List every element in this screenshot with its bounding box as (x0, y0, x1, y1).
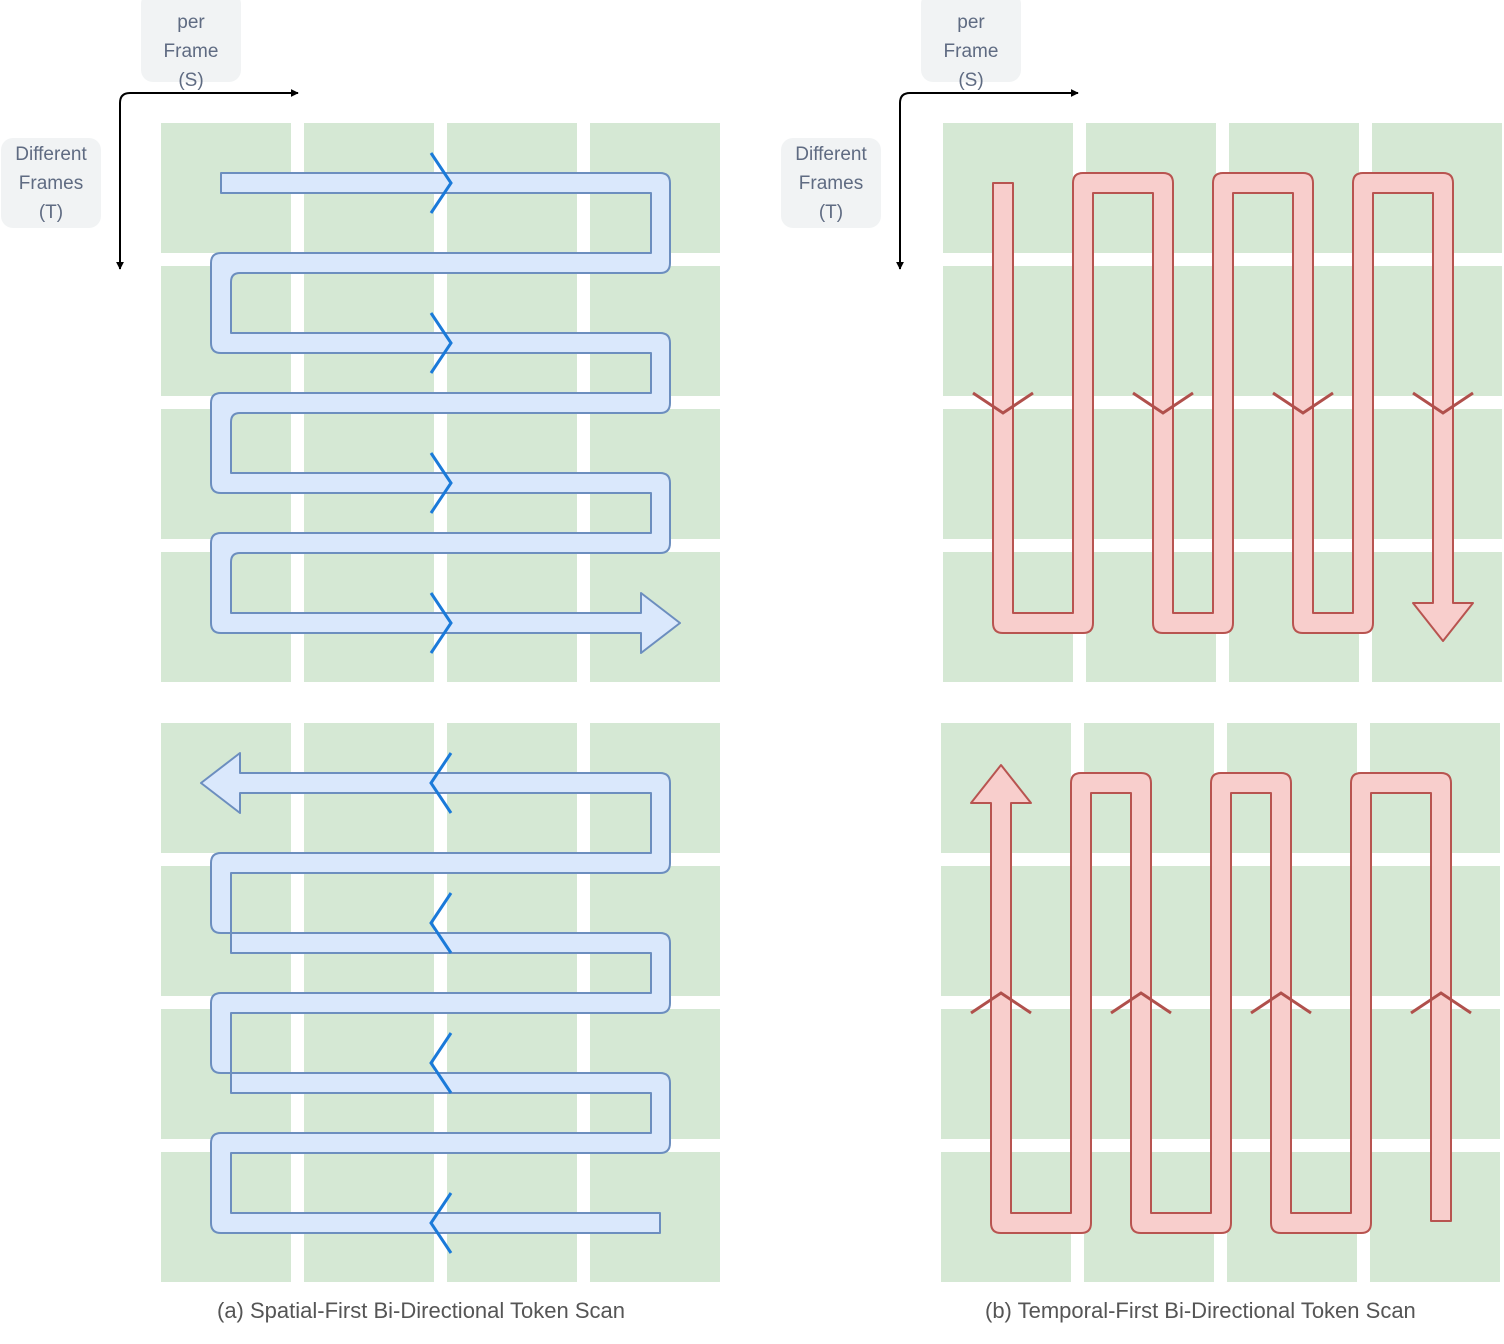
direction-mark (972, 391, 1034, 415)
direction-mark (429, 752, 453, 814)
spatial-backward-direction-marks (429, 752, 453, 1254)
tag-line: Patches per (157, 0, 226, 33)
tag-line: (T) (38, 201, 64, 223)
tag-line: Frame (163, 41, 219, 62)
direction-mark (1412, 391, 1474, 415)
tag-line: Frame (943, 41, 999, 62)
direction-mark (970, 991, 1032, 1015)
tag-line: (S) (958, 70, 984, 91)
direction-mark (1250, 991, 1312, 1015)
direction-mark (1110, 991, 1172, 1015)
tag-line: Frames (18, 172, 84, 194)
tag-line: Different (15, 143, 87, 165)
temporal-backward-direction-marks (970, 991, 1472, 1015)
patch-cell (304, 866, 434, 996)
spatial-backward-scan-path (200, 752, 671, 1234)
direction-mark (429, 1192, 453, 1254)
panel-b-axes (896, 89, 1079, 270)
panel-a-different-frames-label: Different Frames (T) (1, 138, 101, 228)
tag-line: Different (795, 143, 867, 165)
patch-cell (1086, 266, 1216, 396)
direction-mark (1272, 391, 1334, 415)
temporal-backward-scan-path (970, 764, 1452, 1234)
patch-cell (447, 866, 577, 996)
direction-mark (1410, 991, 1472, 1015)
panel-a-axes (116, 89, 299, 270)
direction-mark (429, 312, 453, 374)
panel-b-s-axis-arrow (899, 89, 1079, 104)
panel-b-different-frames-label: Different Frames (T) (781, 138, 881, 228)
direction-mark (429, 892, 453, 954)
panel-a-caption: (a) Spatial-First Bi-Directional Token S… (217, 1298, 625, 1323)
spatial-forward-direction-marks (429, 152, 453, 654)
direction-mark (429, 1032, 453, 1094)
patch-cell (1086, 409, 1216, 539)
direction-mark (429, 152, 453, 214)
patch-cell (304, 266, 434, 396)
direction-mark (429, 592, 453, 654)
panel-b-caption: (b) Temporal-First Bi-Directional Token … (985, 1298, 1416, 1323)
tag-line: (T) (818, 201, 844, 223)
temporal-forward-direction-marks (972, 391, 1474, 415)
tag-line: Patches per (937, 0, 1006, 33)
panel-a-s-axis-arrow (119, 89, 299, 104)
spatial-forward-scan-path (210, 172, 681, 654)
temporal-forward-scan-path (992, 172, 1474, 642)
tag-line: (S) (178, 70, 204, 91)
tag-line: Frames (798, 172, 864, 194)
panel-a-patches-per-frame-label: Patches per Frame (S) (141, 0, 241, 91)
patch-cell (447, 266, 577, 396)
direction-mark (1132, 391, 1194, 415)
direction-mark (429, 452, 453, 514)
panel-b-patches-per-frame-label: Patches per Frame (S) (921, 0, 1021, 91)
